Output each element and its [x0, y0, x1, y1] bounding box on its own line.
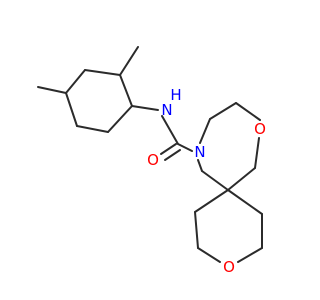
bond	[131, 105, 159, 111]
molecule-structure: N H N O O O	[37, 46, 266, 276]
ring-oxygen-upper-symbol: O	[254, 120, 266, 138]
bond	[199, 118, 211, 144]
bond	[119, 46, 139, 76]
bond	[119, 74, 133, 107]
bond	[107, 105, 133, 133]
bond	[37, 86, 67, 94]
bond	[237, 247, 263, 263]
bond	[84, 69, 121, 76]
bond	[76, 125, 109, 133]
amide-hydrogen-symbol: H	[170, 86, 181, 104]
bond	[177, 143, 193, 152]
carbonyl-oxygen-symbol: O	[147, 151, 159, 169]
bond	[254, 137, 260, 169]
bond	[65, 69, 86, 94]
bond	[227, 167, 256, 191]
ring-oxygen-lower-symbol: O	[223, 258, 235, 276]
amide-nh-label: N H	[161, 86, 181, 119]
bond	[194, 189, 229, 213]
bond	[235, 102, 261, 121]
bond	[65, 92, 78, 127]
bond	[161, 115, 179, 145]
atom-labels: N H N O O O	[147, 86, 266, 276]
bond	[197, 247, 221, 263]
bond	[201, 170, 229, 191]
amide-nitrogen-symbol: N	[161, 101, 172, 119]
bond	[197, 159, 203, 172]
bond	[164, 149, 181, 161]
ring-nitrogen-symbol: N	[194, 143, 205, 161]
bond-lines	[37, 46, 263, 263]
bond	[209, 102, 237, 120]
bond	[227, 189, 263, 215]
bond	[160, 143, 177, 155]
bond	[194, 211, 199, 249]
